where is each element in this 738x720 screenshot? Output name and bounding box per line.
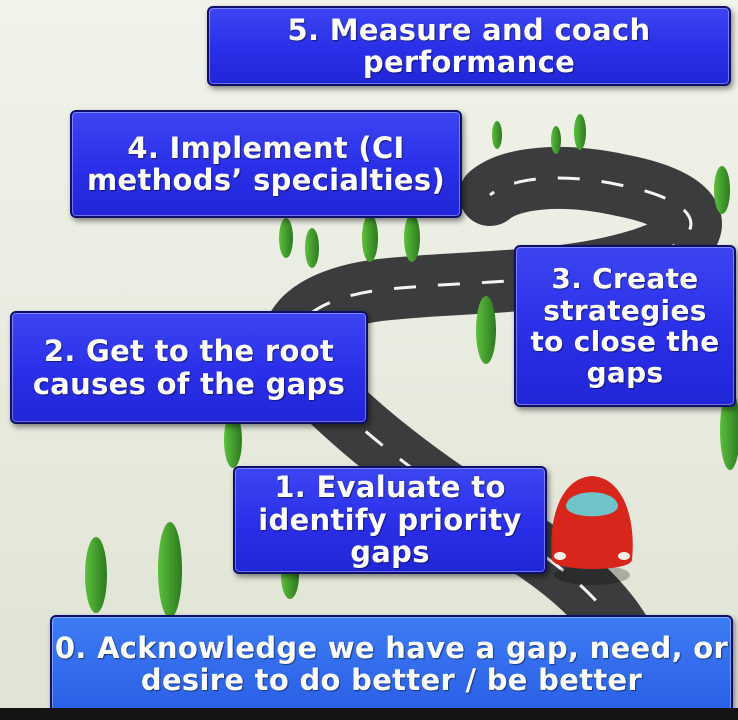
bottom-bar: [0, 708, 738, 720]
tree: [574, 114, 586, 150]
tree: [279, 218, 293, 258]
trees: [85, 114, 738, 618]
step-0-acknowledge: 0. Acknowledge we have a gap, need, or d…: [50, 615, 733, 713]
tree: [720, 390, 738, 470]
step-5-measure-and-coach: 5. Measure and coach performance: [207, 6, 731, 86]
tree: [158, 522, 182, 618]
step-2-root-causes: 2. Get to the root causes of the gaps: [10, 311, 368, 424]
step-3-create-strategies: 3. Create strategies to close the gaps: [514, 245, 736, 407]
tree: [476, 296, 496, 364]
tree: [404, 214, 420, 262]
tree: [224, 412, 242, 468]
step-4-implement: 4. Implement (CI methods’ specialties): [70, 110, 462, 218]
tree: [551, 126, 561, 154]
tree: [492, 121, 502, 149]
tree: [714, 166, 730, 214]
step-1-evaluate: 1. Evaluate to identify priority gaps: [233, 466, 547, 574]
tree: [305, 228, 319, 268]
red-car: [551, 476, 633, 585]
tree: [85, 537, 107, 613]
tree: [362, 214, 378, 262]
